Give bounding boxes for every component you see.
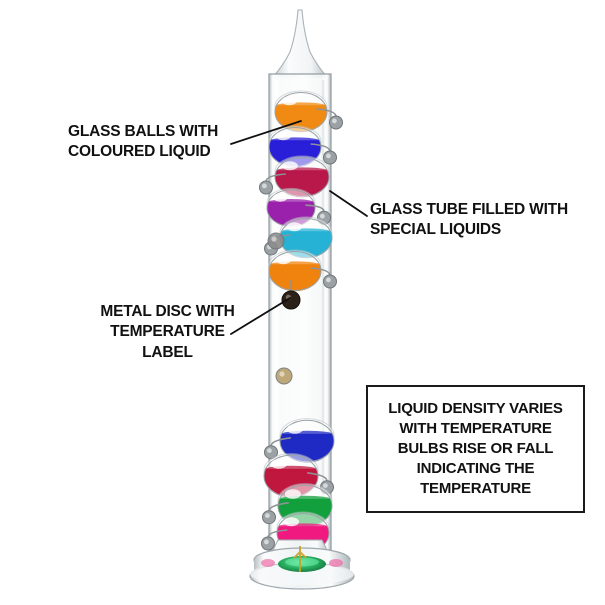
callout-glass-balls: GLASS BALLS WITH COLOURED LIQUID (68, 123, 219, 161)
bulb-highlight (273, 193, 288, 202)
bulb-highlight (275, 255, 292, 265)
thermometer-base (249, 539, 355, 590)
bulb-outline (268, 251, 322, 291)
bulb-tag-highlight (262, 183, 267, 189)
bulb-tag-highlight (265, 513, 270, 518)
bulb-highlight (275, 131, 292, 141)
bulb-highlight (286, 222, 303, 232)
info-box: LIQUID DENSITY VARIES WITH TEMPERATURE B… (366, 385, 585, 513)
bulb-tag-highlight (326, 153, 331, 159)
bulb-tag-highlight (267, 448, 272, 453)
callout-metal-disc: METAL DISC WITH TEMPERATURE LABEL (100, 303, 235, 361)
bulb-highlight (283, 517, 300, 527)
bulb-highlight (284, 489, 301, 499)
bulb-highlight (281, 161, 298, 171)
callout-glass-tube: GLASS TUBE FILLED WITH SPECIAL LIQUIDS (370, 201, 568, 239)
floating-bulb-cyan (264, 216, 333, 259)
floating-bulbs-layer (259, 90, 343, 554)
loose-tag-highlight (271, 236, 277, 242)
bulb-highlight (281, 96, 298, 106)
metal-disc-icon (281, 290, 301, 310)
info-box-text: LIQUID DENSITY VARIES WITH TEMPERATURE B… (388, 400, 563, 497)
loose-temperature-tag-0 (275, 367, 293, 385)
floating-bulb-orange (268, 249, 337, 292)
bulb-tag-highlight (320, 213, 325, 219)
bulb-highlight (270, 459, 287, 469)
glass-tip (270, 9, 330, 79)
loose-tag-highlight (279, 371, 285, 377)
loose-temperature-tag-1 (267, 232, 285, 250)
floating-bulb-orange (274, 90, 343, 133)
bulb-highlight (286, 424, 303, 434)
bulb-tag-highlight (323, 483, 328, 488)
bulb-tag-highlight (264, 539, 269, 545)
bulb-tag-highlight (332, 118, 337, 124)
loose-tag-disc (275, 367, 293, 385)
bulb-tag-highlight (326, 277, 331, 283)
metal-disc-highlight (285, 294, 291, 300)
loose-tag-disc (267, 232, 285, 250)
